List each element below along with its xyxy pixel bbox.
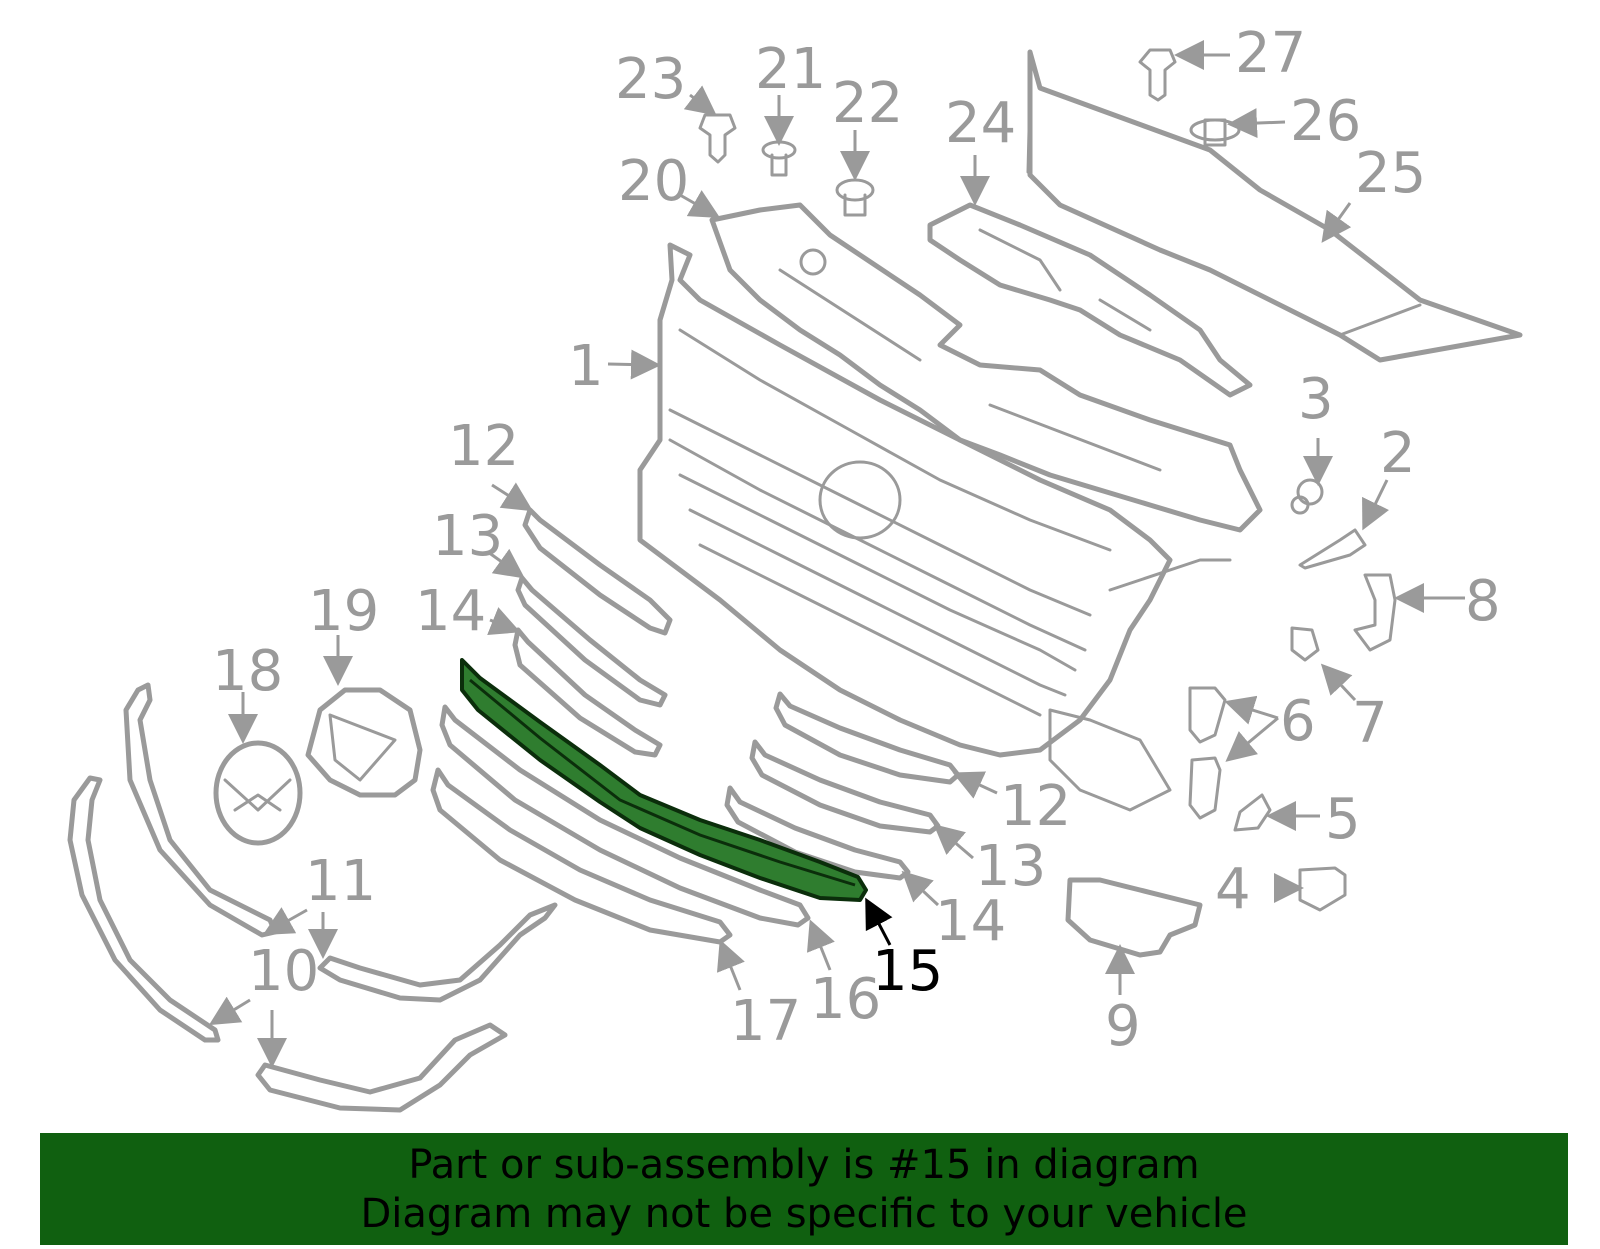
- part-1-grille: [637, 242, 1232, 812]
- callout-13-left: 13: [432, 504, 503, 569]
- callout-6: 6: [1280, 689, 1316, 754]
- callout-22: 22: [832, 71, 903, 136]
- part-14-trim-left: [512, 627, 663, 758]
- callout-7: 7: [1352, 691, 1388, 756]
- callout-17: 17: [730, 989, 801, 1054]
- callout-15-active: 15: [872, 939, 943, 1004]
- info-banner: Part or sub-assembly is #15 in diagram D…: [40, 1133, 1568, 1245]
- part-17-lower-strip: [430, 767, 733, 945]
- part-27-clip: [1138, 48, 1177, 102]
- callout-25: 25: [1355, 141, 1426, 206]
- part-3-nut: [1290, 478, 1324, 515]
- callout-1: 1: [568, 334, 604, 399]
- callout-13-right: 13: [975, 834, 1046, 899]
- callout-23: 23: [615, 47, 686, 112]
- banner-line-disclaimer: Diagram may not be specific to your vehi…: [360, 1191, 1248, 1237]
- part-11-frame: [123, 682, 558, 1003]
- callout-8: 8: [1465, 569, 1501, 634]
- part-6-clips: [1188, 686, 1227, 820]
- part-21-screw: [761, 140, 797, 177]
- callout-14-right: 14: [935, 889, 1006, 954]
- part-7-clip: [1290, 626, 1320, 662]
- callout-11: 11: [305, 849, 376, 914]
- part-12-trim-left: [522, 507, 673, 636]
- part-2-bolt: [1298, 528, 1367, 570]
- callout-26: 26: [1290, 89, 1361, 154]
- callout-19: 19: [308, 579, 379, 644]
- callout-4: 4: [1215, 857, 1251, 922]
- callout-5: 5: [1325, 787, 1361, 852]
- callout-24: 24: [945, 91, 1016, 156]
- callout-21: 21: [755, 37, 826, 102]
- callout-2: 2: [1380, 421, 1416, 486]
- callout-labels: 1 2 3 4 5 6 7 8 9 10 11 12 12 13 13 14 1…: [212, 21, 1501, 1059]
- callout-18: 18: [212, 639, 283, 704]
- part-16-lower-strip: [439, 704, 811, 928]
- banner-line-part: Part or sub-assembly is #15 in diagram: [408, 1142, 1200, 1188]
- parts-diagram: 1 2 3 4 5 6 7 8 9 10 11 12 12 13 13 14 1…: [67, 21, 1523, 1113]
- callout-12-right: 12: [1000, 774, 1071, 839]
- part-10-frame: [67, 775, 508, 1113]
- callout-20: 20: [618, 149, 689, 214]
- part-25-upper-cover: [1026, 49, 1523, 363]
- part-19-bracket: [305, 687, 423, 798]
- part-4-clip: [1298, 866, 1347, 912]
- part-13-trim-left: [515, 575, 668, 708]
- part-9-bracket: [1065, 877, 1203, 958]
- part-5-clip: [1233, 793, 1272, 832]
- part-22-clip: [835, 178, 875, 217]
- callout-9: 9: [1105, 994, 1141, 1059]
- callout-3: 3: [1298, 367, 1334, 432]
- part-24-shroud: [927, 202, 1253, 398]
- part-12-trim-right: [773, 691, 961, 785]
- part-20-upper-bracket: [709, 202, 1263, 533]
- callout-14-left: 14: [415, 579, 486, 644]
- callout-16: 16: [810, 967, 881, 1032]
- part-15-highlighted-strip: [460, 658, 868, 902]
- part-18-emblem: [213, 740, 303, 846]
- callout-10: 10: [248, 939, 319, 1004]
- part-26-clip: [1189, 118, 1241, 147]
- part-8-bracket: [1353, 573, 1397, 652]
- part-23-clip: [698, 113, 737, 164]
- callout-27: 27: [1235, 21, 1306, 86]
- leader-lines: [208, 40, 1465, 1068]
- callout-12-left: 12: [448, 414, 519, 479]
